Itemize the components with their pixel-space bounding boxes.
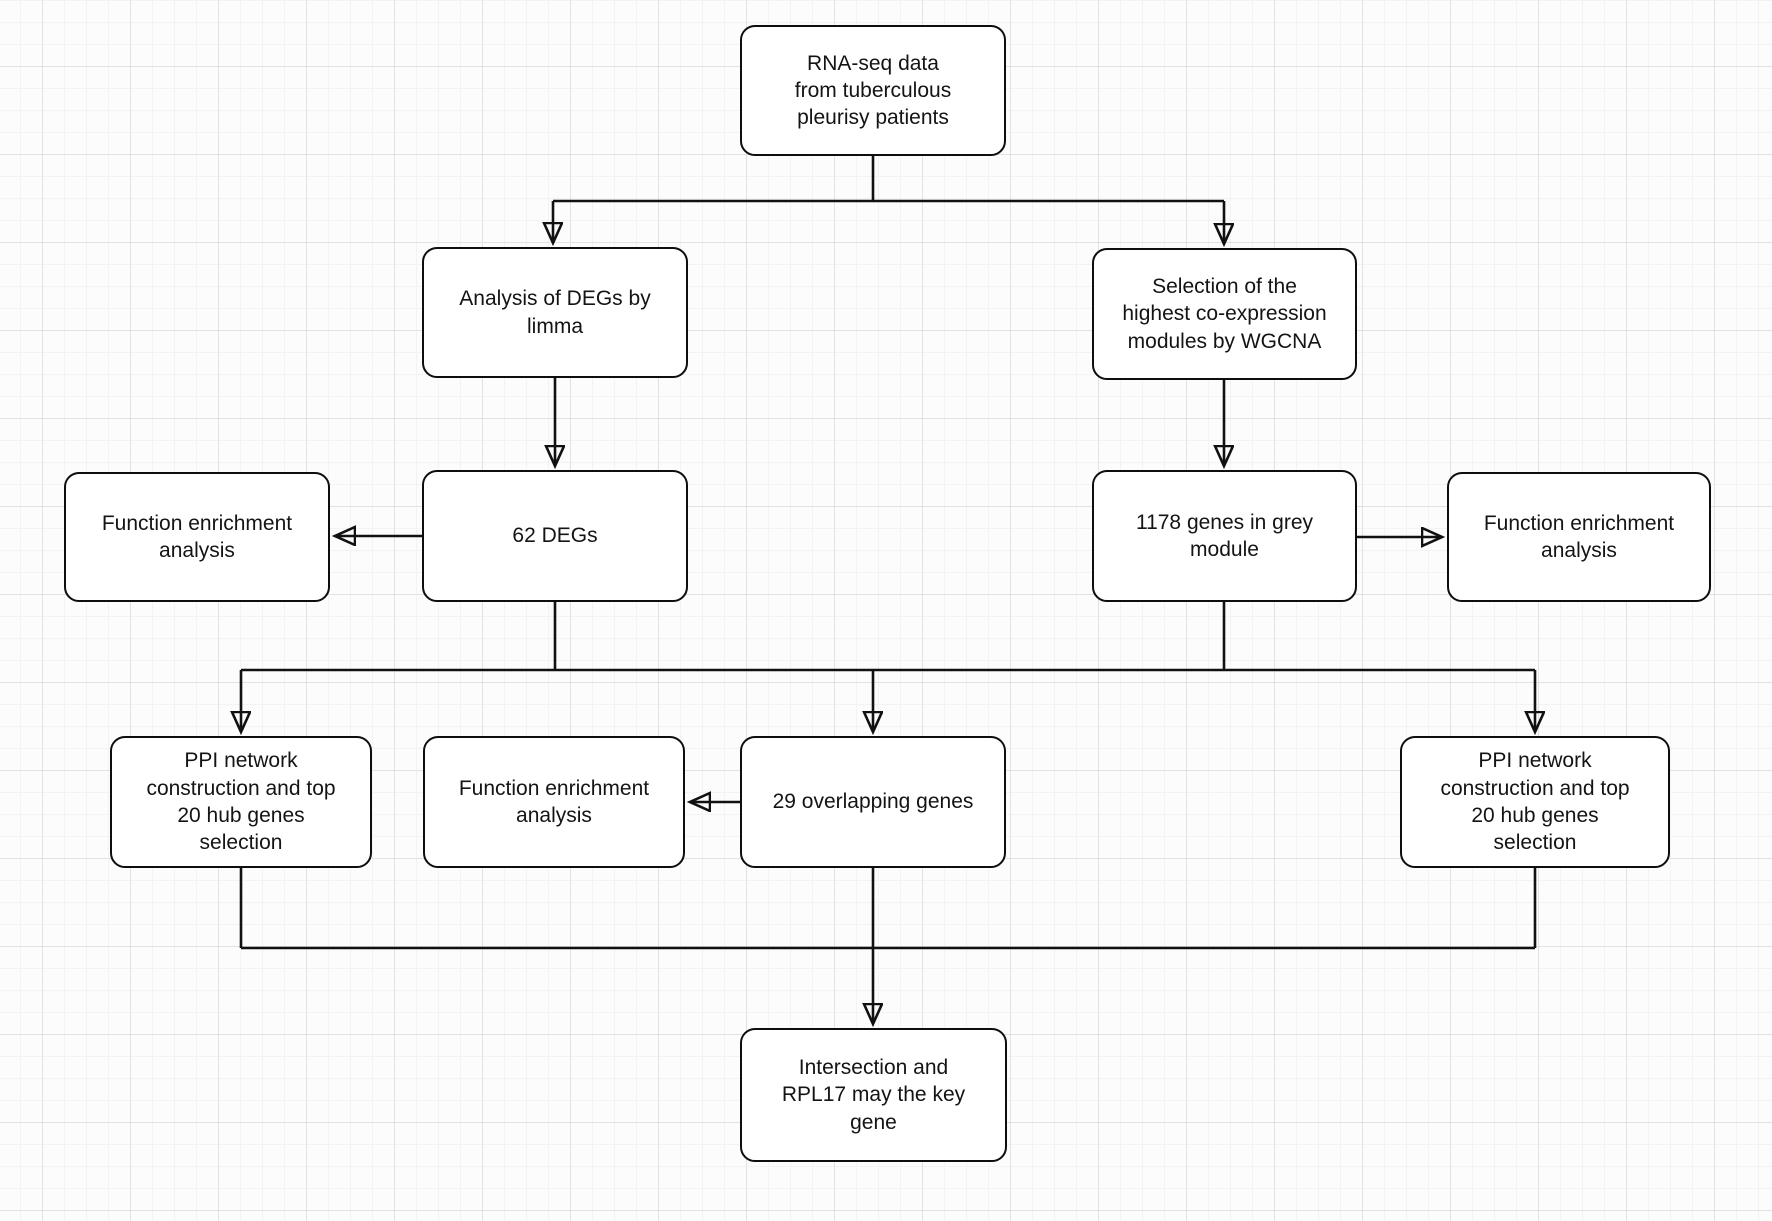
node-intersection-rpl17: Intersection and RPL17 may the key gene: [740, 1028, 1007, 1162]
node-function-enrichment-left: Function enrichment analysis: [64, 472, 330, 602]
node-ppi-network-right: PPI network construction and top 20 hub …: [1400, 736, 1670, 868]
node-analysis-degs-limma: Analysis of DEGs by limma: [422, 247, 688, 378]
node-wgcna-module-selection: Selection of the highest co-expression m…: [1092, 248, 1357, 380]
node-1178-genes-grey-module: 1178 genes in grey module: [1092, 470, 1357, 602]
node-function-enrichment-mid: Function enrichment analysis: [423, 736, 685, 868]
node-29-overlapping-genes: 29 overlapping genes: [740, 736, 1006, 868]
node-62-degs: 62 DEGs: [422, 470, 688, 602]
node-function-enrichment-right: Function enrichment analysis: [1447, 472, 1711, 602]
node-ppi-network-left: PPI network construction and top 20 hub …: [110, 736, 372, 868]
node-rna-seq-data: RNA-seq data from tuberculous pleurisy p…: [740, 25, 1006, 156]
